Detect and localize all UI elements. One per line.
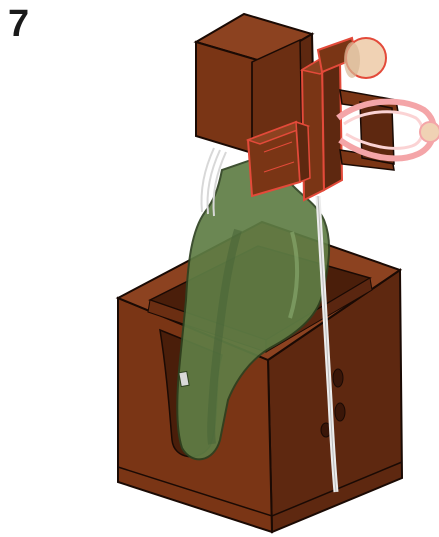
base-hole-lower [335, 403, 345, 421]
mechanism-post-side [322, 58, 342, 190]
base-hole-upper [333, 369, 343, 387]
mechanism-pin-shadow [344, 42, 360, 78]
bottle-ring [179, 371, 189, 386]
pink-clip-end [420, 122, 439, 142]
